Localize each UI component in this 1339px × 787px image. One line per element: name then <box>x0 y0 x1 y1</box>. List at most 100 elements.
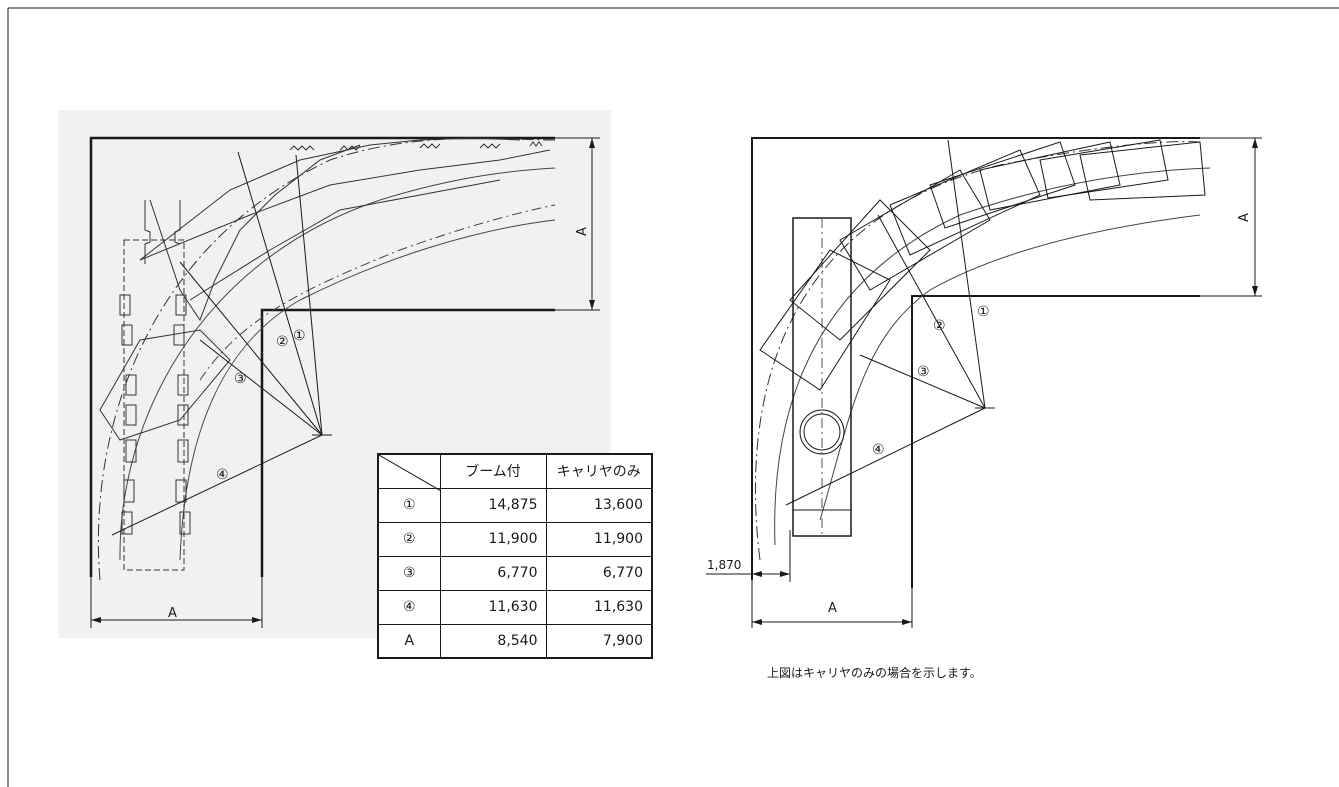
right-radius-2 <box>877 214 986 409</box>
right-carrier-position <box>889 149 1041 256</box>
left-wheel <box>125 374 137 396</box>
right-radius-4 <box>785 407 986 506</box>
arrowhead <box>589 300 595 310</box>
table-row-key: ③ <box>377 555 441 591</box>
arrowhead <box>902 619 912 625</box>
arrowhead <box>752 619 762 625</box>
left-wheel <box>121 511 133 535</box>
left-radius-4 <box>111 434 323 536</box>
arrowhead <box>589 138 595 148</box>
right-carrier-position <box>979 141 1121 211</box>
left-boom-position <box>189 179 501 301</box>
right-radius-label-4: ④ <box>872 442 885 458</box>
carrier-only-note: 上図はキャリヤのみの場合を示します。 <box>767 666 982 680</box>
left-boom-position <box>139 137 521 261</box>
table-cell-boom: 11,900 <box>439 521 547 557</box>
right-radius-3 <box>859 354 986 409</box>
right-dim-label-a-right: A <box>1237 213 1252 222</box>
left-radius-label-1: ① <box>293 328 306 344</box>
right-outer-wall <box>751 137 1200 580</box>
table-cell-carrier: 11,630 <box>545 589 653 625</box>
table-row-key: ④ <box>377 589 441 625</box>
table-cell-boom: 11,630 <box>439 589 547 625</box>
right-radius-label-1: ① <box>977 304 990 320</box>
left-body-sweep <box>119 167 556 561</box>
right-carrier-rear <box>792 509 852 537</box>
left-wheel <box>177 404 189 426</box>
table-row: ③ 6,770 6,770 <box>377 555 653 591</box>
table-row-key: ② <box>377 521 441 557</box>
left-wheel <box>173 324 185 346</box>
left-outer-wall <box>89 136 555 577</box>
right-carrier-position <box>929 141 1076 229</box>
left-dim-label-a-bottom: A <box>168 606 177 621</box>
right-radius-label-3: ③ <box>917 364 930 380</box>
left-boom-position <box>139 149 551 261</box>
left-boom-truss-detail <box>289 141 543 151</box>
left-dim-label-a-right: A <box>575 227 590 236</box>
table-cell-carrier: 13,600 <box>545 487 653 523</box>
table-cell-boom: 8,540 <box>439 623 547 659</box>
table-header-boom: ブーム付 <box>439 453 547 489</box>
table-corner-cell <box>377 453 441 491</box>
left-radius-label-2: ② <box>276 334 289 350</box>
left-inner-sweep <box>179 219 556 561</box>
right-inner-sweep <box>819 214 1201 521</box>
arrowhead <box>1252 138 1258 148</box>
left-wheel <box>177 439 189 463</box>
table-row: ② 11,900 11,900 <box>377 521 653 557</box>
right-outer-sweep <box>755 141 1201 561</box>
table-row-key: A <box>377 623 441 659</box>
left-radius-2 <box>295 154 323 436</box>
left-wheel <box>179 511 191 535</box>
table-cell-boom: 6,770 <box>439 555 547 591</box>
left-turning-diagram: A A ① ② ③ ④ <box>58 110 611 638</box>
left-radius-1 <box>237 151 323 436</box>
table-cell-carrier: 6,770 <box>545 555 653 591</box>
right-radius-1 <box>947 139 986 409</box>
left-boom-tip <box>144 200 181 264</box>
left-inner-wall <box>260 308 555 577</box>
right-carrier-position <box>1079 141 1206 201</box>
left-radius-label-3: ③ <box>234 371 247 387</box>
right-inner-wall <box>911 295 1200 588</box>
left-radius-label-4: ④ <box>216 467 229 483</box>
table-row-key: ① <box>377 487 441 523</box>
right-body-sweep <box>774 167 1211 546</box>
arrowhead <box>252 617 262 623</box>
arrowhead <box>752 571 762 577</box>
left-wheel <box>177 374 189 396</box>
table-row: A 8,540 7,900 <box>377 623 653 659</box>
table-row: ① 14,875 13,600 <box>377 487 653 523</box>
left-wheel <box>125 439 137 463</box>
right-radius-label-2: ② <box>933 318 946 334</box>
table-cell-carrier: 7,900 <box>545 623 653 659</box>
table-cell-boom: 14,875 <box>439 487 547 523</box>
right-dim-label-a-bottom: A <box>828 601 837 616</box>
right-offset-label: 1,870 <box>707 558 741 572</box>
left-wheel <box>119 294 131 316</box>
left-wheel <box>125 404 137 426</box>
arrowhead <box>780 571 790 577</box>
right-slewing-ring-inner <box>803 413 841 451</box>
right-carrier-position <box>789 199 931 341</box>
right-carrier-position <box>759 249 891 391</box>
left-wheel <box>175 294 187 316</box>
left-center-sweep <box>199 204 556 381</box>
right-carrier-position <box>1039 139 1169 199</box>
right-turning-diagram: A A 1,870 ① ② ③ ④ <box>706 137 1262 628</box>
right-slewing-ring <box>799 409 845 455</box>
arrowhead <box>91 617 101 623</box>
table-row: ④ 11,630 11,630 <box>377 589 653 625</box>
left-wheel <box>121 324 133 346</box>
left-carrier-rotated <box>99 329 231 441</box>
table-header-carrier: キャリヤのみ <box>545 453 653 489</box>
left-radius-guide <box>179 261 323 436</box>
table-cell-carrier: 11,900 <box>545 521 653 557</box>
arrowhead <box>1252 286 1258 296</box>
table-header-row: ブーム付 キャリヤのみ <box>377 453 653 491</box>
left-radius-3 <box>199 339 323 436</box>
right-carrier-position <box>839 169 991 291</box>
left-wheel <box>123 479 135 503</box>
